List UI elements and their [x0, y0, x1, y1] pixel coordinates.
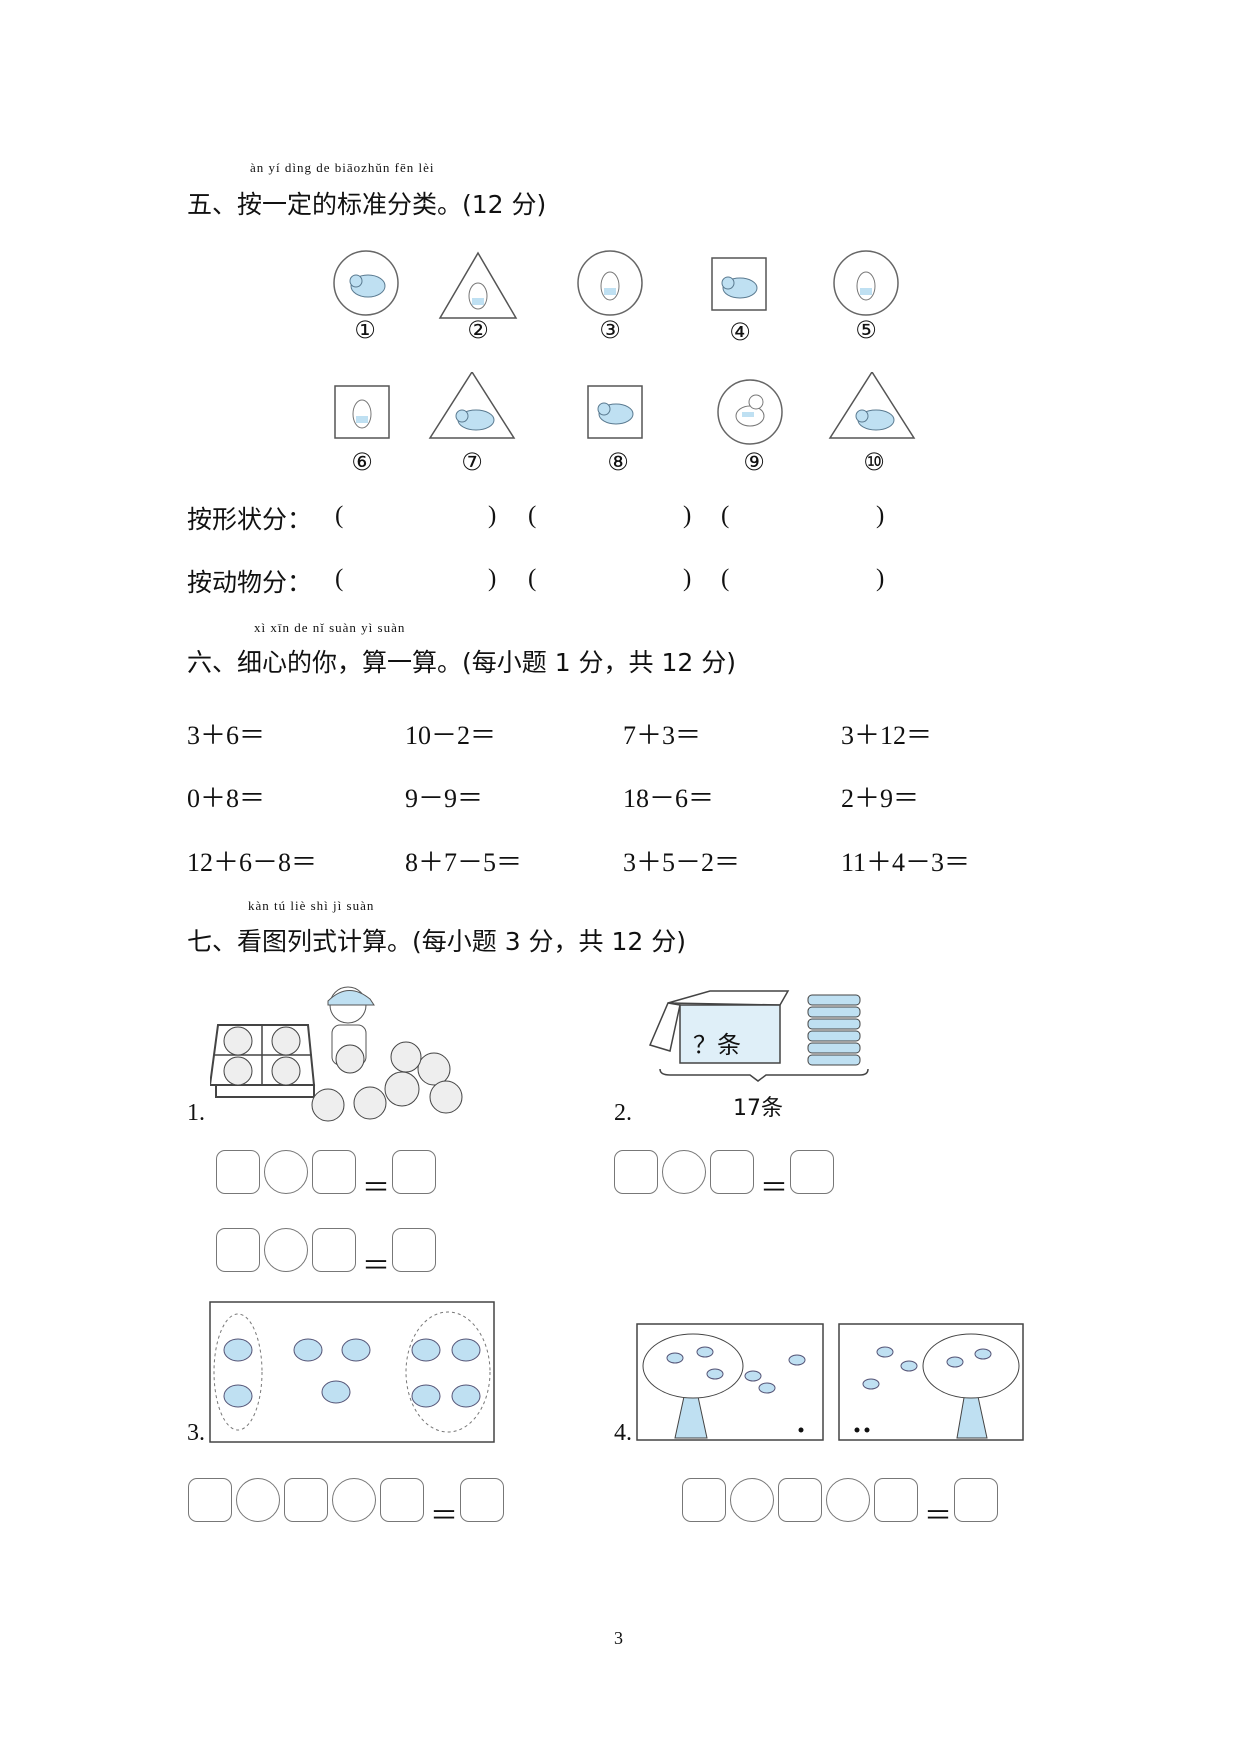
q2-result-box[interactable] [790, 1150, 834, 1194]
item-1-number: ① [354, 316, 376, 344]
animal-answer-1-open: ( [335, 565, 344, 592]
animal-answer-3-close: ) [876, 565, 885, 592]
item-6-number: ⑥ [351, 448, 373, 476]
shape-answer-2-open: ( [528, 502, 537, 529]
animal-answer-2-open: ( [528, 565, 537, 592]
q2-label: 2. [614, 1100, 632, 1126]
item-6-square-rabbit [334, 385, 390, 439]
item-8-number: ⑧ [607, 448, 629, 476]
item-4-number: ④ [729, 318, 751, 346]
animal-answer-3-open: ( [721, 565, 730, 592]
item-3-circle-rabbit [577, 250, 643, 316]
q4-equals: ＝ [924, 1501, 953, 1532]
section5-title: 五、按一定的标准分类。(12 分) [187, 190, 547, 219]
q1a-equals: ＝ [362, 1173, 391, 1204]
figure-row-2 [334, 372, 916, 445]
q4-label: 4. [614, 1420, 632, 1446]
figure-row-1 [333, 250, 899, 319]
q1a-box-2[interactable] [312, 1150, 356, 1194]
q3-box-1[interactable] [188, 1478, 232, 1522]
item-9-circle-dog [717, 379, 783, 445]
q1a-result-box[interactable] [392, 1150, 436, 1194]
q1a-operator-circle[interactable] [264, 1150, 308, 1194]
q1b-operator-circle[interactable] [264, 1228, 308, 1272]
q3-operator-circle-1[interactable] [236, 1478, 280, 1522]
q1-label: 1. [187, 1100, 205, 1126]
problem-1-2: 10－2＝ [405, 721, 497, 750]
q2-box-2[interactable] [710, 1150, 754, 1194]
q1b-result-box[interactable] [392, 1228, 436, 1272]
q2-picture-box-towels [648, 990, 869, 1082]
q1a-box-1[interactable] [216, 1150, 260, 1194]
problem-2-4: 2＋9＝ [841, 784, 920, 813]
animal-answer-2-close: ) [683, 565, 692, 592]
q3-operator-circle-2[interactable] [332, 1478, 376, 1522]
section5-pinyin: àn yí dìng de biāozhǔn fēn lèi [250, 160, 435, 175]
q1-picture-balls [210, 986, 463, 1122]
section6-title: 六、细心的你，算一算。(每小题 1 分，共 12 分) [187, 648, 737, 677]
q3-result-box[interactable] [460, 1478, 504, 1522]
q1b-box-2[interactable] [312, 1228, 356, 1272]
item-5-number: ⑤ [855, 316, 877, 344]
q2-total-text: 17条 [733, 1096, 783, 1121]
q2-box-text: ？条 [693, 1031, 741, 1059]
item-4-square-bird [711, 257, 767, 311]
problem-1-4: 3＋12＝ [841, 721, 933, 750]
item-10-number: ⑩ [863, 448, 885, 476]
problem-3-2: 8＋7－5＝ [405, 848, 523, 877]
animal-answer-1-close: ) [488, 565, 497, 592]
item-3-number: ③ [599, 316, 621, 344]
item-2-number: ② [467, 316, 489, 344]
shape-answer-1-open: ( [335, 502, 344, 529]
problem-1-1: 3＋6＝ [187, 721, 266, 750]
q4-operator-circle-2[interactable] [826, 1478, 870, 1522]
q3-box-3[interactable] [380, 1478, 424, 1522]
q4-picture-trees-birds [636, 1323, 1024, 1441]
shape-answer-3-open: ( [721, 502, 730, 529]
q2-equals: ＝ [760, 1173, 789, 1204]
problem-3-3: 3＋5－2＝ [623, 848, 741, 877]
problem-2-1: 0＋8＝ [187, 784, 266, 813]
q4-box-3[interactable] [874, 1478, 918, 1522]
problem-1-3: 7＋3＝ [623, 721, 702, 750]
item-5-circle-rabbit [833, 250, 899, 316]
problem-2-2: 9－9＝ [405, 784, 484, 813]
section6-pinyin: xì xīn de nǐ suàn yì suàn [254, 620, 406, 635]
q2-box-1[interactable] [614, 1150, 658, 1194]
shape-answer-3-close: ) [876, 502, 885, 529]
q4-result-box[interactable] [954, 1478, 998, 1522]
item-2-triangle-rabbit [438, 251, 518, 319]
problem-3-4: 11＋4－3＝ [841, 848, 971, 877]
item-10-triangle-bird [828, 372, 916, 439]
item-8-square-bird [587, 385, 643, 439]
q3-label: 3. [187, 1420, 205, 1446]
item-9-number: ⑨ [743, 448, 765, 476]
q4-box-1[interactable] [682, 1478, 726, 1522]
shape-answer-2-close: ) [683, 502, 692, 529]
section7-pinyin: kàn tú liè shì jì suàn [248, 898, 375, 913]
q1b-equals: ＝ [362, 1251, 391, 1282]
q3-picture-fish [209, 1301, 495, 1443]
q2-operator-circle[interactable] [662, 1150, 706, 1194]
q1b-box-1[interactable] [216, 1228, 260, 1272]
shape-row-label: 按形状分： [187, 505, 313, 534]
item-1-circle-bird [333, 250, 399, 316]
section7-title: 七、看图列式计算。(每小题 3 分，共 12 分) [187, 927, 687, 956]
q4-operator-circle-1[interactable] [730, 1478, 774, 1522]
q4-box-2[interactable] [778, 1478, 822, 1522]
q3-equals: ＝ [430, 1501, 459, 1532]
item-7-number: ⑦ [461, 448, 483, 476]
page-number: 3 [614, 1628, 623, 1648]
problem-2-3: 18－6＝ [623, 784, 715, 813]
animal-row-label: 按动物分： [187, 568, 313, 597]
q3-box-2[interactable] [284, 1478, 328, 1522]
shape-answer-1-close: ) [488, 502, 497, 529]
problem-3-1: 12＋6－8＝ [187, 848, 318, 877]
item-7-triangle-bird [428, 372, 516, 439]
